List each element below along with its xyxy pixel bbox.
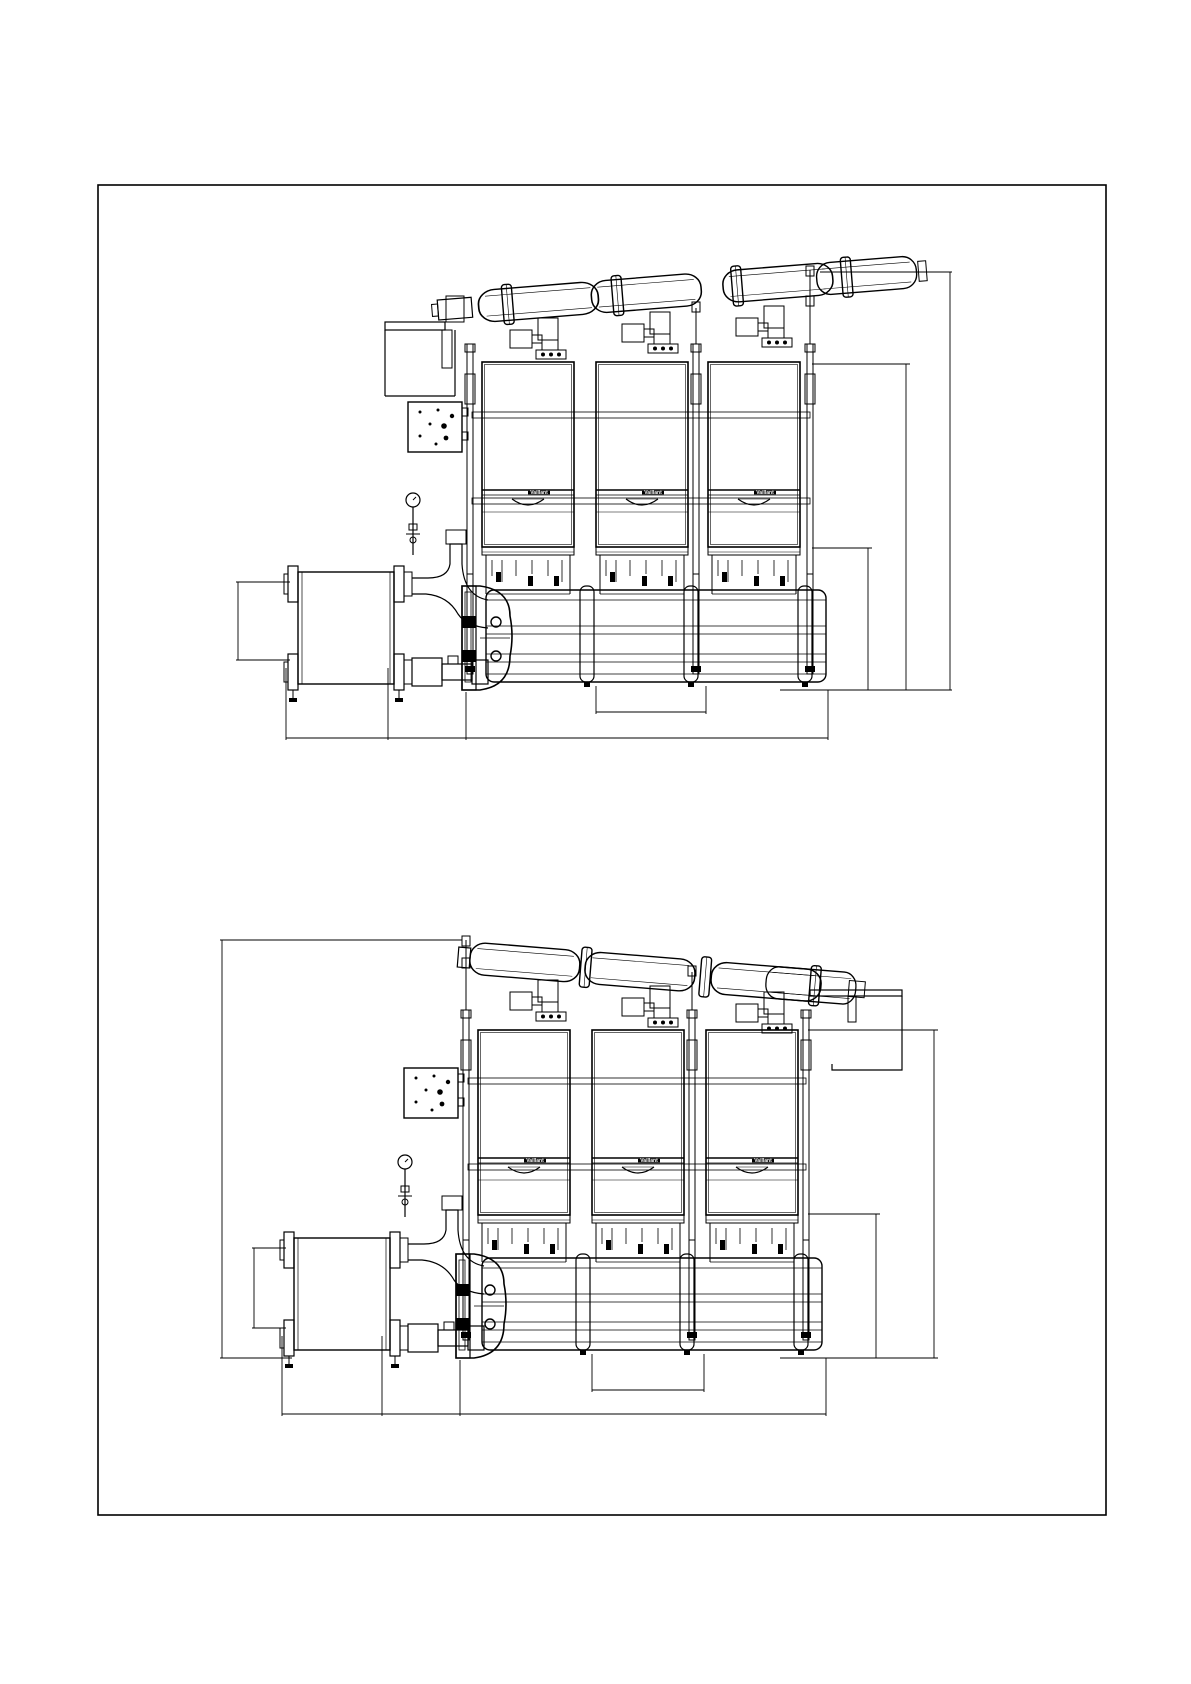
flue-connector [736,306,792,347]
pressure-gauge [398,1155,412,1217]
flue-connector [510,980,566,1021]
boiler-unit: Vaillant [706,1030,798,1262]
riser-pole [691,344,701,674]
boiler-unit: Vaillant [482,362,574,594]
view-lower: Vaillant Vaillant Vaillant [220,936,938,1416]
boiler-unit: Vaillant [478,1030,570,1262]
flue-pipe-lower [456,937,866,1010]
boiler-logo: Vaillant [754,1158,772,1164]
boiler-unit: Vaillant [592,1030,684,1262]
riser-pole [687,1010,697,1340]
boiler-logo: Vaillant [526,1158,544,1164]
boiler-logo: Vaillant [530,490,548,496]
dimension-lines-lower [220,940,938,1416]
boiler-logo: Vaillant [756,490,774,496]
boiler-logo: Vaillant [640,1158,658,1164]
flue-connector [510,318,566,359]
flue-pipe-upper [430,251,928,331]
view-upper: Vaillant Vaillant Vaillant [236,251,952,740]
flue-connector [622,312,678,353]
control-box [404,1068,464,1118]
boiler-logo: Vaillant [644,490,662,496]
flue-connector [622,986,678,1027]
riser-pole [805,344,815,674]
base-manifold [482,1254,822,1355]
drawing-frame [98,185,1106,1515]
hydraulic-header [284,530,488,702]
control-box [408,402,468,452]
boiler-unit: Vaillant [596,362,688,594]
flue-connector [736,992,792,1033]
wall-bracket-upper [385,296,464,396]
base-manifold [486,586,826,687]
riser-pole [801,1010,811,1340]
pressure-gauge [406,493,420,555]
boiler-unit: Vaillant [708,362,800,594]
